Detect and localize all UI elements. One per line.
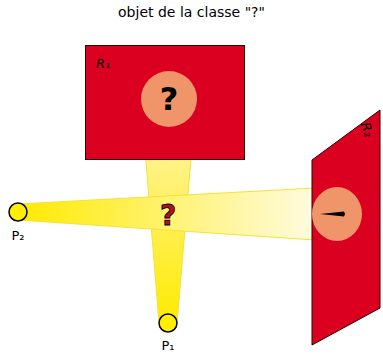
mystery-object: ?	[160, 199, 176, 232]
screen-rectangle: R₁?	[85, 45, 245, 160]
point-label: P₂	[11, 228, 24, 243]
projector-point	[159, 314, 177, 332]
edge-on-object	[320, 212, 345, 217]
projection-disc: ?	[141, 71, 197, 127]
screen-label: R₁	[96, 56, 110, 71]
diagram-title: objet de la classe "?"	[0, 4, 383, 20]
projection-disc	[312, 187, 362, 241]
screen-parallelogram: R₂	[308, 108, 382, 348]
screen-surface	[312, 110, 380, 345]
projector-point	[9, 203, 27, 221]
light-beam	[18, 188, 315, 240]
screen-shape	[308, 108, 382, 348]
object-glyph: ?	[160, 83, 179, 115]
point-label: P₁	[161, 338, 174, 353]
